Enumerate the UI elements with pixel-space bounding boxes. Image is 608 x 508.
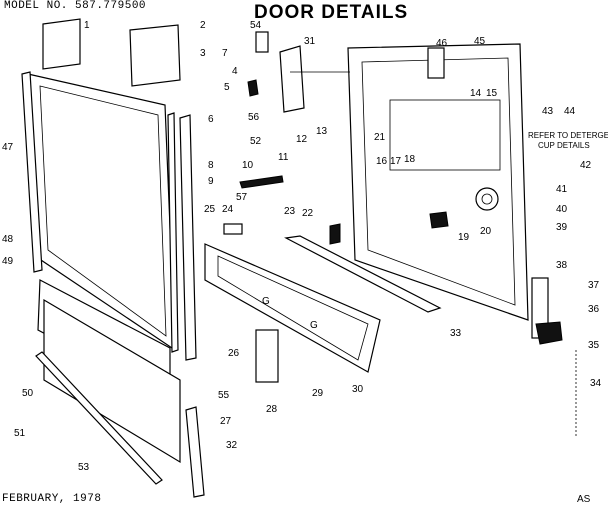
rinse-dispenser: [475, 187, 499, 211]
callout-11: 11: [278, 152, 289, 163]
latch-19: [429, 211, 449, 229]
vent-assembly: [279, 45, 305, 113]
callout-24: 24: [222, 204, 234, 215]
page-title: DOOR DETAILS: [254, 2, 409, 23]
side-bracket: [185, 406, 205, 498]
note-line-1: REFER TO DETERGENT: [528, 131, 608, 140]
lower-trim-plate: [204, 243, 381, 373]
callout-43: 43: [542, 106, 554, 117]
callout-52: 52: [250, 136, 262, 147]
detergent-cup-area: [389, 99, 501, 171]
clip-22: [329, 223, 341, 245]
door-frame-inner: [39, 85, 167, 337]
callout-13: 13: [316, 126, 328, 137]
callout-41: 41: [556, 184, 568, 195]
callout-44: 44: [564, 106, 576, 117]
note-line-2: CUP DETAILS: [538, 141, 590, 150]
callout-34: 34: [590, 378, 602, 389]
callout-g-2: G: [310, 320, 318, 331]
callout-8: 8: [208, 160, 214, 171]
callout-20: 20: [480, 226, 492, 237]
callout-17: 17: [390, 156, 402, 167]
callout-6: 6: [208, 114, 214, 125]
callout-7: 7: [222, 48, 228, 59]
hinge-arm-35: [535, 321, 563, 345]
bottom-strip: [35, 351, 163, 485]
spacer-28: [255, 329, 279, 383]
parts-drawing: [21, 18, 577, 498]
callout-31: 31: [304, 36, 316, 47]
door-panel-top-left: [42, 18, 81, 70]
callout-g-1: G: [262, 296, 270, 307]
bottom-channel: [284, 235, 442, 313]
callout-51: 51: [14, 428, 26, 439]
lever-10: [239, 175, 284, 189]
callout-22: 22: [302, 208, 314, 219]
bracket-54: [255, 31, 269, 53]
callout-55: 55: [218, 390, 230, 401]
callout-18: 18: [404, 154, 416, 165]
block-24: [223, 223, 243, 235]
callout-10: 10: [242, 160, 254, 171]
latch-block: [427, 47, 445, 79]
callout-14: 14: [470, 88, 482, 99]
callout-5: 5: [224, 82, 230, 93]
callout-54: 54: [250, 20, 262, 31]
clip-5: [247, 79, 259, 97]
callout-57: 57: [236, 192, 248, 203]
callout-29: 29: [312, 388, 324, 399]
callout-45: 45: [474, 36, 486, 47]
callout-28: 28: [266, 404, 278, 415]
callout-40: 40: [556, 204, 568, 215]
side-strip-8: [167, 112, 179, 353]
callout-42: 42: [580, 160, 592, 171]
callout-23: 23: [284, 206, 296, 217]
callout-30: 30: [352, 384, 364, 395]
callout-38: 38: [556, 260, 568, 271]
callout-49: 49: [2, 256, 14, 267]
model-number: MODEL NO. 587.779500: [4, 0, 147, 12]
callout-2: 2: [200, 20, 206, 31]
callout-47: 47: [2, 142, 14, 153]
callout-3: 3: [200, 48, 206, 59]
door-panel-top-right: [129, 24, 181, 87]
callout-4: 4: [232, 66, 238, 77]
rinse-dispenser-inner: [481, 193, 493, 205]
callout-50: 50: [22, 388, 34, 399]
callout-27: 27: [220, 416, 232, 427]
callout-21: 21: [374, 132, 386, 143]
side-strip-9: [179, 114, 197, 361]
callout-12: 12: [296, 134, 308, 145]
callout-19: 19: [458, 232, 470, 243]
callout-39: 39: [556, 222, 568, 233]
inner-door-liner: [347, 43, 529, 321]
callout-33: 33: [450, 328, 462, 339]
detergent-cup-note: REFER TO DETERGENT CUP DETAILS: [528, 131, 608, 150]
callout-56: 56: [248, 112, 260, 123]
callout-32: 32: [226, 440, 238, 451]
callout-36: 36: [588, 304, 600, 315]
left-trim: [21, 71, 43, 273]
callout-1: 1: [84, 20, 90, 31]
page-code: AS: [577, 494, 591, 505]
callout-9: 9: [208, 176, 214, 187]
lower-trim-inner: [217, 255, 369, 361]
callout-35: 35: [588, 340, 600, 351]
callout-labels: 1 2 3 4 5 6 7 8 9 10 11 12 13 14 15 16 1…: [2, 20, 602, 473]
callout-37: 37: [588, 280, 600, 291]
callout-53: 53: [78, 462, 90, 473]
print-date: FEBRUARY, 1978: [2, 493, 102, 505]
callout-26: 26: [228, 348, 240, 359]
inner-liner-recess: [361, 57, 516, 306]
callout-16: 16: [376, 156, 388, 167]
callout-46: 46: [436, 38, 448, 49]
callout-15: 15: [486, 88, 498, 99]
callout-48: 48: [2, 234, 14, 245]
callout-25: 25: [204, 204, 216, 215]
